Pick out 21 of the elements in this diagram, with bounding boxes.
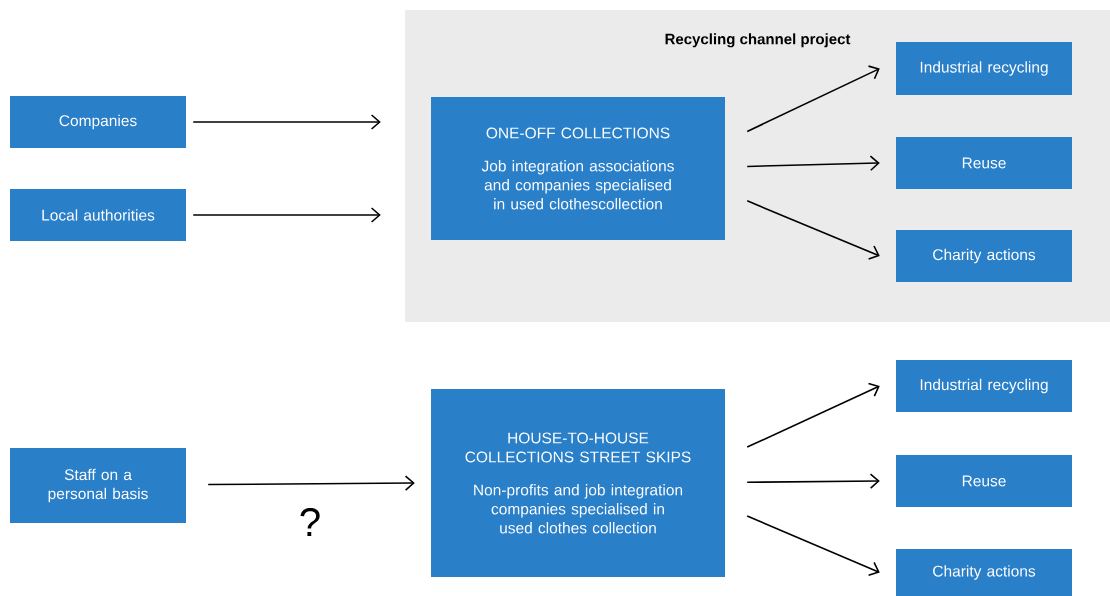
arrow: [746, 515, 880, 577]
arrow: [207, 475, 415, 491]
arrow: [746, 382, 880, 448]
arrow: [192, 114, 381, 130]
process-box: Companies: [10, 96, 186, 148]
process-box: Industrial recycling: [896, 42, 1072, 95]
arrow: [746, 473, 880, 489]
process-box: Reuse: [896, 455, 1072, 507]
process-box: Reuse: [896, 137, 1072, 189]
process-box: Charity actions: [896, 549, 1072, 596]
arrow: [746, 200, 880, 260]
process-box: Staff on a personal basis: [10, 448, 186, 523]
process-box: Industrial recycling: [896, 360, 1072, 412]
process-box: Charity actions: [896, 230, 1072, 282]
edge-label: ?: [300, 508, 320, 536]
collection-box: ONE-OFF COLLECTIONS Job integration associations and companies specialised in used clothescollection: [431, 97, 725, 240]
arrow: [746, 155, 880, 172]
collection-box: HOUSE-TO-HOUSE COLLECTIONS STREET SKIPS Non-profits and job integration companies specialised in used clothes collection: [431, 389, 725, 577]
arrow: [192, 207, 381, 223]
process-box: Local authorities: [10, 189, 186, 241]
arrow: [746, 65, 880, 133]
